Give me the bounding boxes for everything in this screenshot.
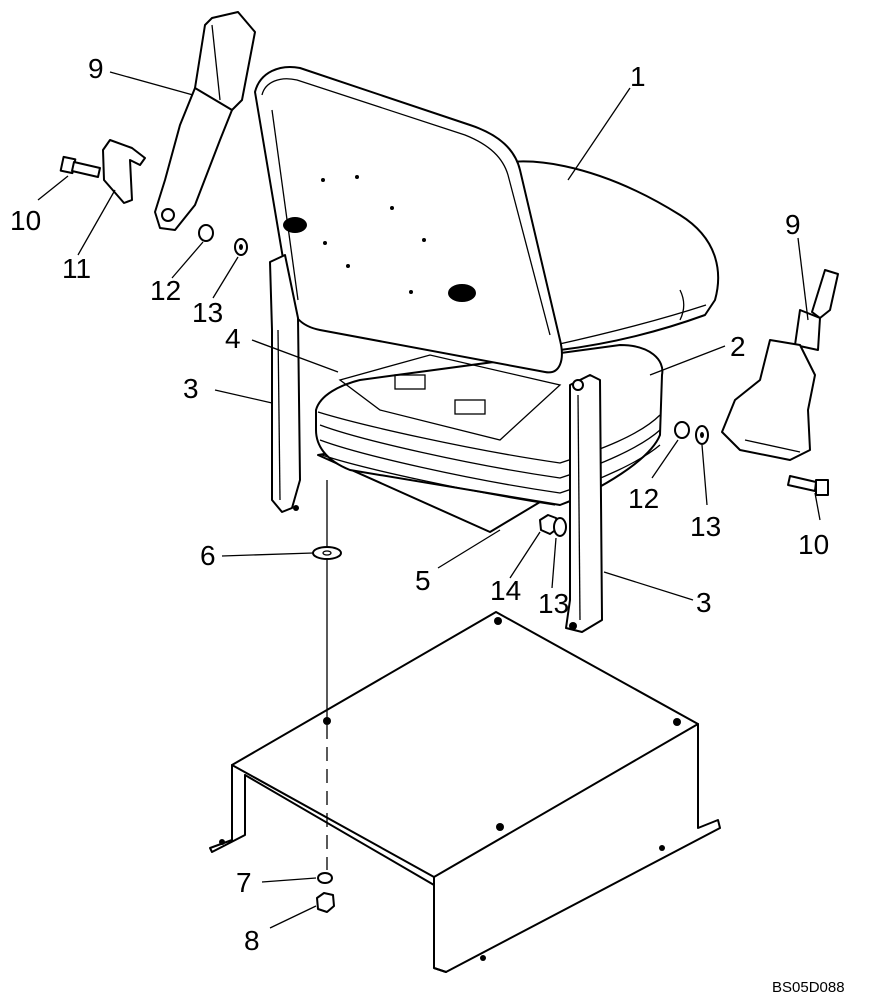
callout-4: 4 — [225, 323, 241, 354]
armrest-9-right — [721, 269, 839, 461]
callout-11: 11 — [62, 253, 91, 284]
armrest-9-left — [154, 11, 256, 231]
callout-9-left: 9 — [88, 53, 104, 84]
leader-lines — [37, 71, 821, 929]
callout-3-right: 3 — [696, 587, 712, 618]
callout-1: 1 — [630, 61, 646, 92]
callout-13-bottom: 13 — [538, 588, 569, 619]
washer-13c — [553, 517, 567, 537]
callout-6: 6 — [200, 540, 216, 571]
bolt-10-right — [787, 475, 829, 496]
callout-12-left: 12 — [150, 275, 181, 306]
callout-12-right: 12 — [628, 483, 659, 514]
callout-9-right: 9 — [785, 209, 801, 240]
spacer-12-right — [674, 421, 690, 439]
bracket-11 — [102, 139, 146, 204]
bracket-3-right — [565, 374, 603, 633]
spacer-12-left — [198, 224, 214, 242]
callout-7: 7 — [236, 867, 252, 898]
callout-5: 5 — [415, 565, 431, 596]
washer-6 — [312, 546, 342, 560]
bolt-10-left — [59, 155, 101, 178]
callout-13-right: 13 — [690, 511, 721, 542]
drawing-code: BS05D088 — [772, 979, 845, 996]
seat-base-box — [209, 611, 721, 973]
bracket-3-left — [269, 254, 301, 513]
callout-3-left: 3 — [183, 373, 199, 404]
callout-8: 8 — [244, 925, 260, 956]
callout-13-left: 13 — [192, 297, 223, 328]
callout-labels: 1 2 3 3 4 5 6 7 8 9 9 10 10 11 12 12 13 … — [10, 53, 829, 956]
nut-8 — [316, 892, 335, 913]
nut-7 — [317, 872, 333, 884]
callout-14: 14 — [490, 575, 521, 606]
callout-10-right: 10 — [798, 529, 829, 560]
seat-assembly — [254, 66, 720, 533]
callout-2: 2 — [730, 331, 746, 362]
callout-10-left: 10 — [10, 205, 41, 236]
